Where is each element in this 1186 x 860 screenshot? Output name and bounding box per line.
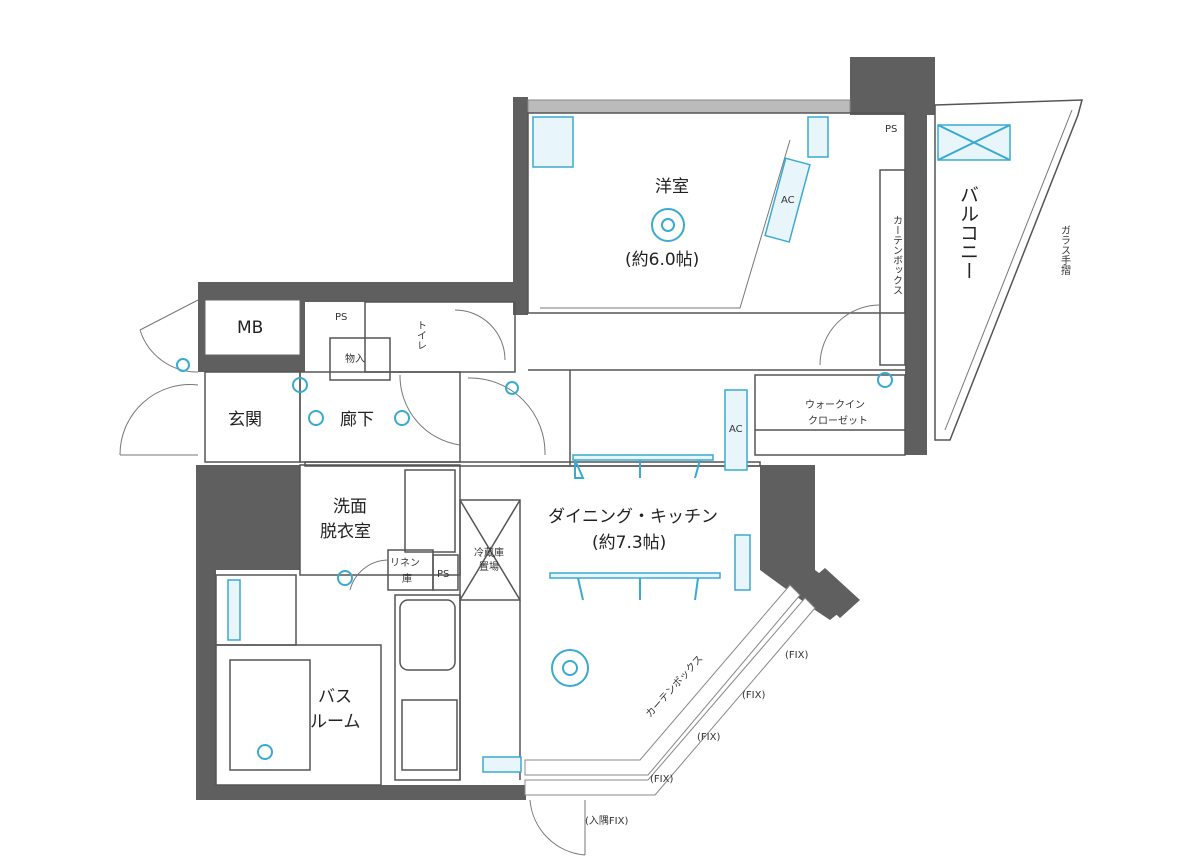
bathroom-label-1: バス <box>318 687 352 707</box>
fix-window-label-1: (FIX) <box>785 650 808 661</box>
entrance-label: 玄関 <box>228 410 262 430</box>
balcony-outline <box>934 99 1083 441</box>
curtain-box-label: カーテンボックス <box>891 215 903 295</box>
ac-unit-2: AC <box>724 389 748 471</box>
fix-window-label-3: (FIX) <box>697 732 720 743</box>
ceiling-lights <box>176 208 893 760</box>
outlets <box>227 116 829 773</box>
western-room-label: 洋室 <box>655 177 689 197</box>
linen-label-1: リネン <box>390 557 420 569</box>
counter-upper <box>572 454 714 461</box>
dining-kitchen-size: (約7.3帖) <box>592 533 666 553</box>
balcony-label: バルコニー <box>957 185 979 280</box>
linen-label-2: 庫 <box>402 572 412 585</box>
diagonal-window <box>524 584 816 796</box>
storage-label: 物入 <box>345 352 365 365</box>
toilet-label: トイレ <box>415 320 427 350</box>
fix-window-label-2: (FIX) <box>742 690 765 701</box>
western-room-size: (約6.0帖) <box>625 250 699 270</box>
ps-label-2: PS <box>437 569 449 580</box>
ps-label-1: PS <box>335 312 347 323</box>
fridge-space-label-2: 置場 <box>479 560 499 573</box>
washroom-label-2: 脱衣室 <box>320 522 371 542</box>
doors <box>119 299 881 856</box>
mb-label: MB <box>237 318 263 338</box>
svg-text:AC: AC <box>729 424 743 435</box>
hallway-label: 廊下 <box>340 410 374 430</box>
ps-label-3: PS <box>885 124 897 135</box>
dining-kitchen-label: ダイニング・キッチン <box>548 507 718 527</box>
washroom-label-1: 洗面 <box>333 497 367 517</box>
corner-fix-label: (入隅FIX) <box>585 815 628 827</box>
glass-railing-line <box>944 109 1073 431</box>
fridge-space-label-1: 冷蔵庫 <box>474 546 504 559</box>
glass-railing-label: ガラス手摺 <box>1059 225 1071 276</box>
fix-window-label-4: (FIX) <box>650 774 673 785</box>
mb-box <box>204 299 301 356</box>
ac-unit-1: AC <box>764 157 811 243</box>
counter-lower <box>549 572 721 579</box>
pendant-lights <box>574 459 701 601</box>
walk-in-closet-label-2: クローゼット <box>808 415 868 427</box>
bathroom-label-2: ルーム <box>310 712 361 732</box>
svg-text:AC: AC <box>781 195 795 206</box>
walls <box>196 57 935 800</box>
walk-in-closet-label-1: ウォークイン <box>805 399 865 411</box>
partitions <box>204 112 906 786</box>
